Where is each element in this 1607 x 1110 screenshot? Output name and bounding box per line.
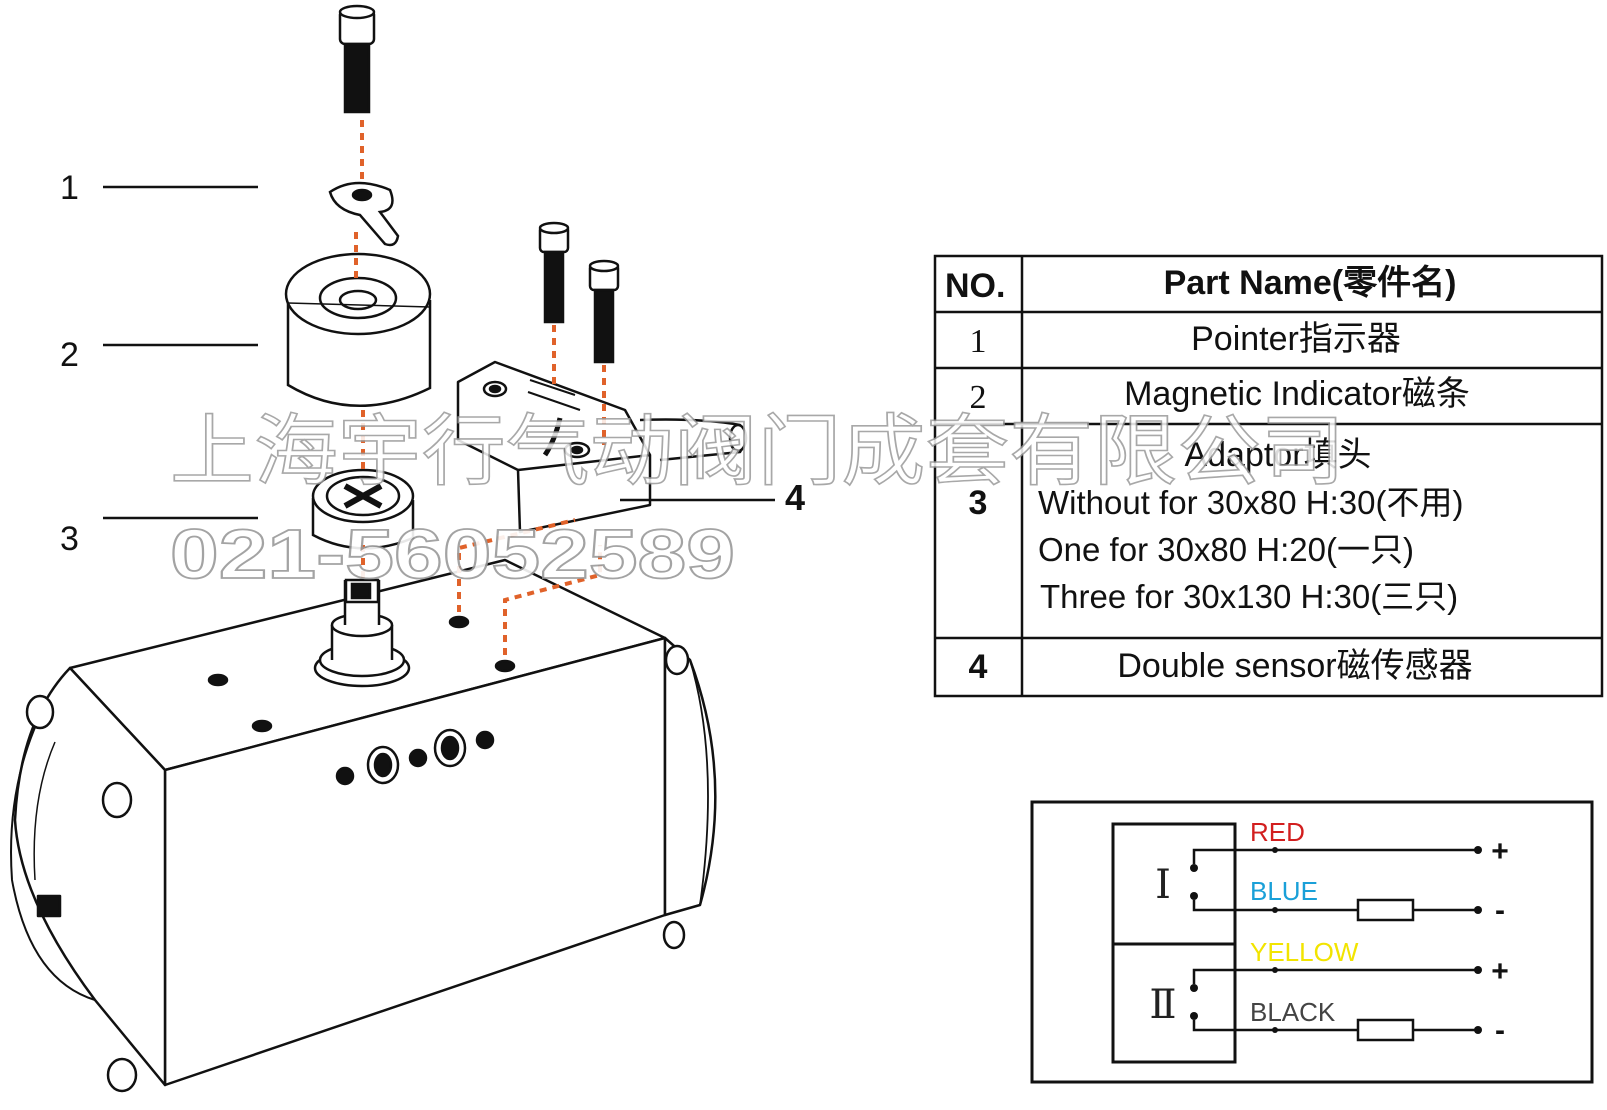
table-row-4-no: 4 — [969, 648, 988, 686]
table-row-3-option-3: Three for 30x130 H:30(三只) — [1040, 578, 1458, 615]
callout-leaders — [103, 185, 775, 520]
terminal-minus-2: - — [1495, 1014, 1505, 1047]
callout-3: 3 — [60, 520, 79, 558]
table-header-no: NO. — [945, 267, 1005, 305]
wire-blue-label: BLUE — [1250, 876, 1318, 906]
parts-table: NO. Part Name(零件名) 1 Pointer指示器 2 Magnet… — [933, 254, 1604, 698]
sensor-2-label: Ⅱ — [1149, 982, 1176, 1027]
pointer-part — [328, 181, 400, 247]
assembly-guide-lines — [354, 120, 606, 655]
table-row-3-option-2: One for 30x80 H:20(一只) — [1038, 531, 1414, 568]
output-shaft — [313, 578, 411, 688]
callout-4: 4 — [785, 477, 805, 518]
callout-2: 2 — [60, 336, 79, 374]
wire-black-label: BLACK — [1250, 997, 1336, 1027]
actuator-body — [10, 558, 717, 1093]
terminal-plus-1: + — [1491, 835, 1509, 868]
table-header-part-name: Part Name(零件名) — [1164, 264, 1457, 302]
table-row-2-name: Magnetic Indicator磁条 — [1124, 375, 1470, 413]
watermark-phone: 021-56052589 — [170, 515, 735, 593]
table-row-2-no: 2 — [970, 379, 987, 416]
wiring-diagram: Ⅰ Ⅱ RED BLUE YELLOW BLACK + - + - — [1030, 800, 1594, 1084]
table-row-3-option-1: Without for 30x80 H:30(不用) — [1038, 484, 1464, 521]
table-row-1-no: 1 — [970, 323, 987, 360]
table-row-3-no: 3 — [969, 484, 988, 522]
watermark-company: 上海宇行气动阀门成套有限公司 — [170, 407, 1345, 497]
wire-red-label: RED — [1250, 817, 1305, 847]
callout-1: 1 — [60, 169, 79, 207]
terminal-minus-1: - — [1495, 894, 1505, 927]
table-row-4-name: Double sensor磁传感器 — [1117, 647, 1472, 685]
terminal-plus-2: + — [1491, 955, 1509, 988]
table-row-3-name: Adaptor填头 — [1184, 436, 1371, 474]
sensor-screw-left — [538, 221, 570, 324]
adaptor-part — [311, 468, 415, 550]
sensor-1-label: Ⅰ — [1155, 862, 1171, 907]
wire-yellow-label: YELLOW — [1250, 937, 1359, 967]
table-row-1-name: Pointer指示器 — [1191, 320, 1401, 358]
magnetic-indicator-part — [284, 252, 432, 408]
pointer-screw — [338, 4, 376, 114]
sensor-screw-right — [588, 259, 620, 364]
